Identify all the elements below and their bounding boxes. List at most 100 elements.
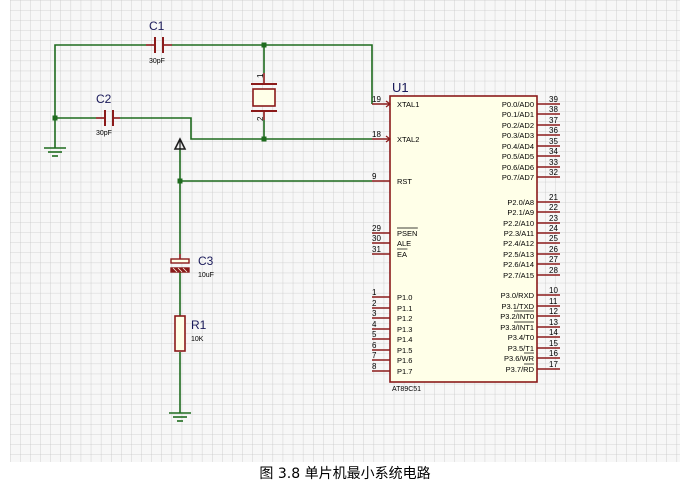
capacitor-c1[interactable]: C1 30pF [146, 19, 172, 65]
pin-number: 39 [549, 95, 558, 104]
capacitor-c2[interactable]: C2 30pF [96, 92, 120, 137]
pin-label: P1.2 [397, 314, 412, 323]
pin-number: 14 [549, 328, 558, 337]
chip-u1[interactable]: U1 AT89C51 19XTAL118XTAL29RST29PSEN30ALE… [372, 80, 560, 393]
pin-label: P1.7 [397, 367, 412, 376]
chip-pin-p1-0: 1P1.0 [372, 288, 412, 302]
pin-number: 32 [549, 168, 558, 177]
junction-dot [261, 42, 267, 48]
junction-dot [52, 115, 58, 121]
pin-number: 10 [549, 286, 558, 295]
pin-number: 6 [372, 341, 377, 350]
pin-number: 22 [549, 203, 558, 212]
wires [54, 44, 373, 413]
r1-ref: R1 [191, 318, 207, 332]
pin-label: P2.0/A8 [507, 198, 534, 207]
pin-label: XTAL2 [397, 135, 419, 144]
junctions [52, 42, 267, 184]
pin-number: 29 [372, 224, 381, 233]
pin-number: 33 [549, 158, 558, 167]
pin-label: P2.6/A14 [503, 260, 534, 269]
capacitor-c3[interactable]: C3 10uF [170, 254, 214, 279]
pin-label: P1.5 [397, 346, 412, 355]
pin-number: 7 [372, 351, 377, 360]
wire-c1-left [54, 44, 146, 118]
c1-value: 30pF [149, 58, 165, 65]
pin-label: P1.1 [397, 304, 412, 313]
pin-label: PSEN [397, 229, 417, 238]
c2-ref: C2 [96, 92, 112, 106]
chip-ref: U1 [392, 80, 409, 95]
ground-symbol-left [44, 147, 66, 157]
junction-dot [261, 136, 267, 142]
chip-pin-p1-2: 3P1.2 [372, 309, 412, 323]
wire-c1-right [172, 44, 373, 104]
pin-number: 30 [372, 234, 381, 243]
pin-label: RST [397, 177, 412, 186]
pin-label: XTAL1 [397, 100, 419, 109]
pin-number: 26 [549, 245, 558, 254]
pin-label: P3.4/T0 [508, 333, 534, 342]
pin-number: 13 [549, 318, 558, 327]
junction-dot [177, 178, 183, 184]
chip-left-pins: 19XTAL118XTAL29RST29PSEN30ALE31EA1P1.02P… [372, 95, 419, 376]
grid-lines [10, 0, 680, 462]
pin-number: 12 [549, 307, 558, 316]
chip-pin-p1-1: 2P1.1 [372, 299, 412, 313]
pin-number: 31 [372, 245, 381, 254]
pin-label: P3.2/INT0 [500, 312, 534, 321]
chip-part: AT89C51 [392, 386, 421, 393]
crystal-x1[interactable]: 1 2 [251, 73, 277, 121]
pin-label: P3.1/TXD [501, 302, 534, 311]
pin-label: P3.6/WR [504, 354, 535, 363]
pin-label: P2.3/A11 [504, 229, 534, 238]
resistor-r1[interactable]: R1 10K [174, 315, 207, 352]
c3-ref: C3 [198, 254, 214, 268]
pin-number: 16 [549, 349, 558, 358]
power-terminal-icon [173, 137, 187, 150]
pin-number: 25 [549, 234, 558, 243]
pin-label: P0.1/AD1 [502, 110, 534, 119]
pin-number: 34 [549, 147, 558, 156]
wire-c2-right [120, 117, 372, 140]
pin-number: 23 [549, 214, 558, 223]
pin-label: P0.6/AD6 [502, 163, 534, 172]
pin-number: 4 [372, 320, 377, 329]
pin-label: P2.4/A12 [503, 239, 534, 248]
pin-label: P1.3 [397, 325, 412, 334]
pin-label: P2.1/A9 [507, 208, 534, 217]
pin-label: P3.3/INT1 [500, 323, 534, 332]
clock-input-icon [385, 135, 391, 143]
pin-number: 2 [372, 299, 377, 308]
chip-pin-p1-7: 8P1.7 [372, 362, 412, 376]
pin-number: 19 [372, 95, 381, 104]
pin-label: P1.6 [397, 356, 412, 365]
chip-body [389, 95, 538, 383]
figure-caption: 图 3.8 单片机最小系统电路 [259, 466, 431, 482]
crystal-pin-1: 1 [256, 73, 265, 78]
pin-number: 3 [372, 309, 377, 318]
ground-symbol-bottom [169, 412, 191, 422]
pin-number: 15 [549, 339, 558, 348]
pin-label: P2.2/A10 [503, 219, 534, 228]
c3-value: 10uF [198, 272, 214, 279]
pin-number: 21 [549, 193, 558, 202]
